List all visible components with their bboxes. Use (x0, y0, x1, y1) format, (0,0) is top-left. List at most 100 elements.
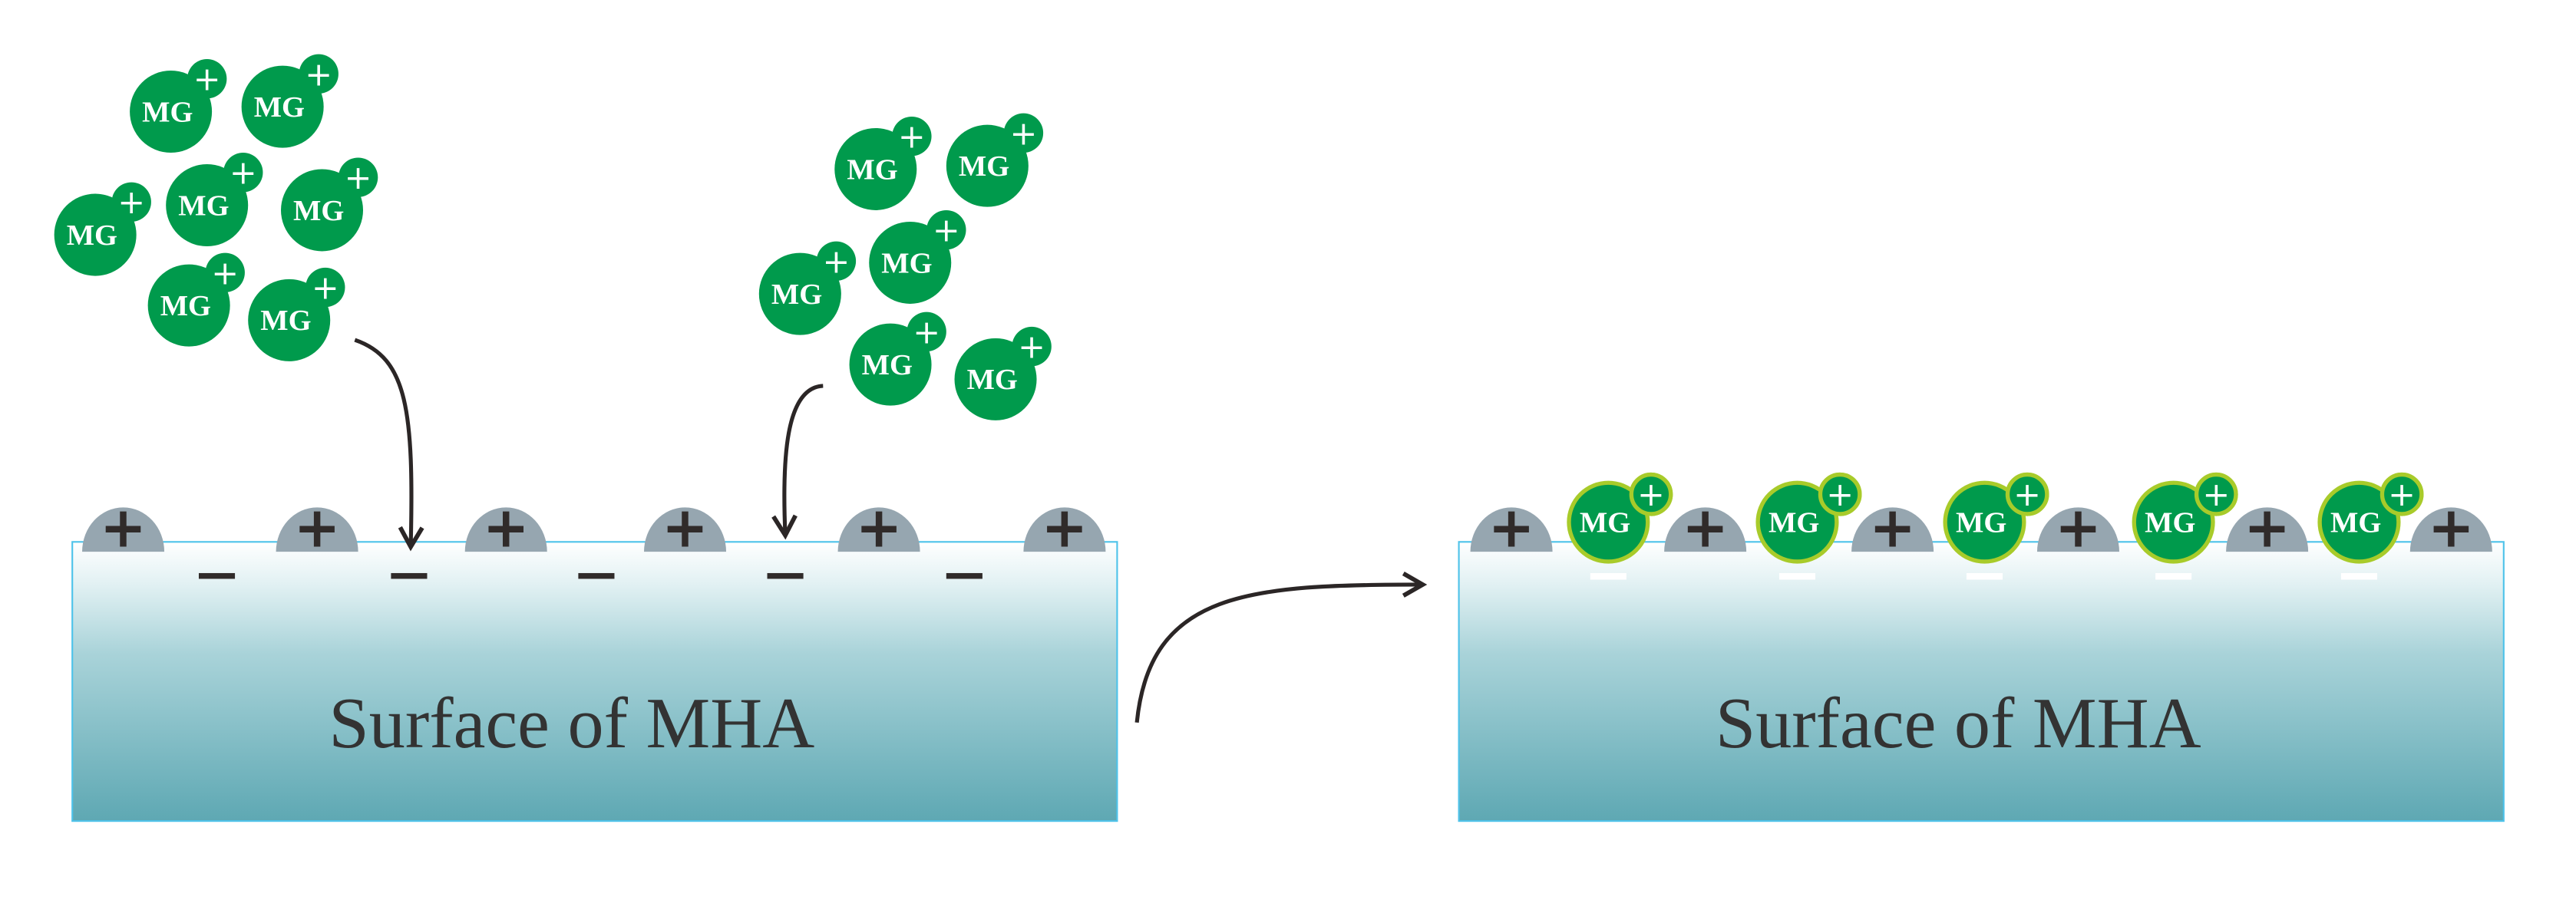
ion-label: MG (1956, 506, 2006, 539)
ion-label: MG (293, 195, 344, 227)
ion-circle (834, 127, 917, 210)
ion-charge: + (2013, 476, 2041, 514)
ion-circle (147, 264, 230, 347)
negative-charge (391, 572, 428, 579)
charge-circle (2379, 472, 2424, 516)
ion-circle (130, 71, 213, 153)
negative-charge (1966, 572, 2003, 580)
ion-label: MG (260, 305, 311, 337)
plus-sign: + (1869, 496, 1916, 561)
mg-ion: MG+ (54, 182, 151, 276)
ion-charge: + (822, 242, 850, 281)
positive-site: + (2036, 496, 2119, 561)
ion-charge: + (1826, 476, 1854, 514)
ion-charge: + (230, 154, 257, 193)
positive-site: + (276, 496, 358, 561)
mg-ion: MG+ (130, 59, 227, 153)
ion-label: MG (160, 290, 211, 322)
site-dome (82, 507, 165, 552)
ion-charge: + (345, 159, 372, 197)
site-dome (1664, 507, 1747, 552)
mg-ion: MG+ (869, 209, 966, 304)
ion-circle (1567, 480, 1650, 564)
ion-charge: + (193, 61, 221, 99)
plus-sign: + (483, 496, 530, 561)
mg-ion: MG+ (248, 267, 345, 361)
plus-sign: + (1682, 496, 1729, 561)
mha-surface (1458, 541, 2505, 822)
negative-charge (578, 572, 615, 579)
mg-ion: MG+ (758, 241, 857, 335)
ion-circle (946, 124, 1029, 207)
ion-circle (248, 279, 331, 361)
mg-ion: MG+ (241, 54, 339, 148)
negative-charge (1778, 572, 1816, 580)
site-dome (1023, 507, 1106, 552)
bound-mg-ion: MG+ (2317, 472, 2424, 564)
ion-label: MG (254, 91, 305, 124)
ion-circle (954, 338, 1037, 420)
ion-charge: + (1018, 328, 1045, 367)
ion-circle (281, 169, 364, 252)
ion-label: MG (142, 96, 193, 128)
ion-label: MG (881, 247, 932, 279)
site-dome (464, 507, 547, 552)
plus-sign: + (856, 496, 903, 561)
surface-label: Surface of MHA (329, 684, 814, 763)
bound-mg-ion: MG+ (2132, 472, 2238, 564)
ion-charge: + (117, 183, 145, 222)
ion-charge: + (305, 55, 332, 94)
site-dome (276, 507, 358, 552)
ion-label: MG (771, 279, 822, 311)
ion-circle (2317, 480, 2401, 564)
ion-circle (166, 164, 249, 247)
positive-site: + (1023, 496, 1106, 561)
ion-label: MG (967, 364, 1018, 396)
bound-mg-ion: MG+ (1567, 472, 1673, 564)
plus-sign: + (294, 496, 341, 561)
positive-site: + (644, 496, 727, 561)
ion-circle (849, 323, 932, 406)
ion-label: MG (959, 150, 1009, 183)
mha-surface (71, 541, 1118, 822)
plus-sign: + (662, 496, 708, 561)
charge-circle (2194, 472, 2238, 516)
ion-charge: + (1637, 476, 1665, 514)
bound-mg-ion: MG+ (1943, 472, 2049, 564)
ion-charge: + (2388, 476, 2416, 514)
plus-sign: + (2244, 496, 2290, 561)
ion-label: MG (67, 219, 117, 252)
site-dome (1470, 507, 1553, 552)
arrow-icon (354, 338, 424, 552)
negative-charge (2155, 572, 2192, 580)
site-dome (644, 507, 727, 552)
arrow-icon (771, 384, 824, 540)
charge-circle (1629, 472, 1673, 516)
positive-site: + (1664, 496, 1747, 561)
ion-circle (869, 221, 952, 304)
ion-circle (758, 252, 841, 335)
positive-site: + (2409, 496, 2492, 561)
ion-circle (241, 65, 324, 148)
ion-label: MG (178, 190, 229, 222)
mg-ion: MG+ (166, 153, 263, 247)
mg-ion: MG+ (849, 311, 946, 406)
charge-circle (1818, 472, 1862, 516)
left-panel: Surface of MHA ++++++ MG+MG+MG+MG+MG+MG+… (54, 54, 1118, 822)
charge-circle (2005, 472, 2049, 516)
ion-charge: + (933, 212, 960, 250)
positive-site: + (1470, 496, 1553, 561)
ion-label: MG (847, 153, 897, 186)
mg-ion: MG+ (281, 157, 378, 252)
ion-charge: + (211, 254, 239, 292)
ion-circle (54, 193, 137, 276)
plus-sign: + (1041, 496, 1088, 561)
site-dome (2409, 507, 2492, 552)
ion-label: MG (1769, 506, 1819, 539)
negative-charge (198, 572, 236, 579)
site-dome (837, 507, 920, 552)
ion-circle (1943, 480, 2026, 564)
ion-charge: + (2202, 476, 2230, 514)
site-dome (2036, 507, 2119, 552)
